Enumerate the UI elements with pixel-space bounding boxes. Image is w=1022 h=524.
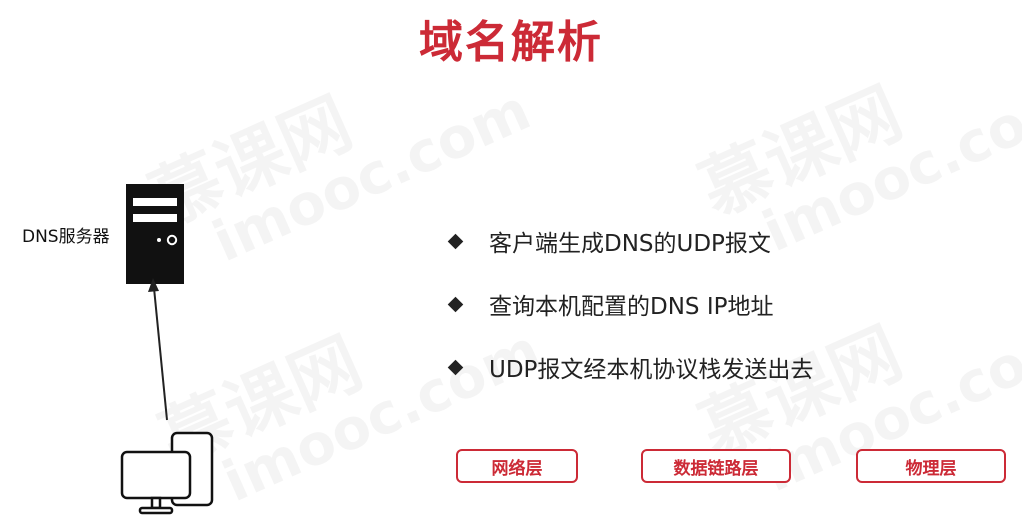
diamond-bullet-icon: [447, 233, 464, 249]
desktop-computer-icon: [120, 431, 214, 515]
bullet-text: UDP报文经本机协议栈发送出去: [489, 357, 814, 383]
dns-server-label: DNS服务器: [22, 227, 110, 247]
bullet-text: 查询本机配置的DNS IP地址: [489, 294, 774, 320]
slide-title: 域名解析: [419, 17, 603, 68]
layer-datalink-box: 数据链路层: [641, 449, 791, 483]
bullet-list: 客户端生成DNS的UDP报文 查询本机配置的DNS IP地址 UDP报文经本机协…: [446, 222, 813, 411]
layer-network-box: 网络层: [456, 449, 578, 483]
request-arrow: [148, 278, 168, 421]
server-tower-icon: [126, 184, 184, 284]
layer-physical-box: 物理层: [856, 449, 1006, 483]
diamond-bullet-icon: [447, 296, 464, 312]
list-item: UDP报文经本机协议栈发送出去: [446, 348, 813, 386]
list-item: 查询本机配置的DNS IP地址: [446, 285, 813, 323]
diamond-bullet-icon: [447, 359, 464, 375]
list-item: 客户端生成DNS的UDP报文: [446, 222, 813, 260]
bullet-text: 客户端生成DNS的UDP报文: [489, 231, 771, 257]
